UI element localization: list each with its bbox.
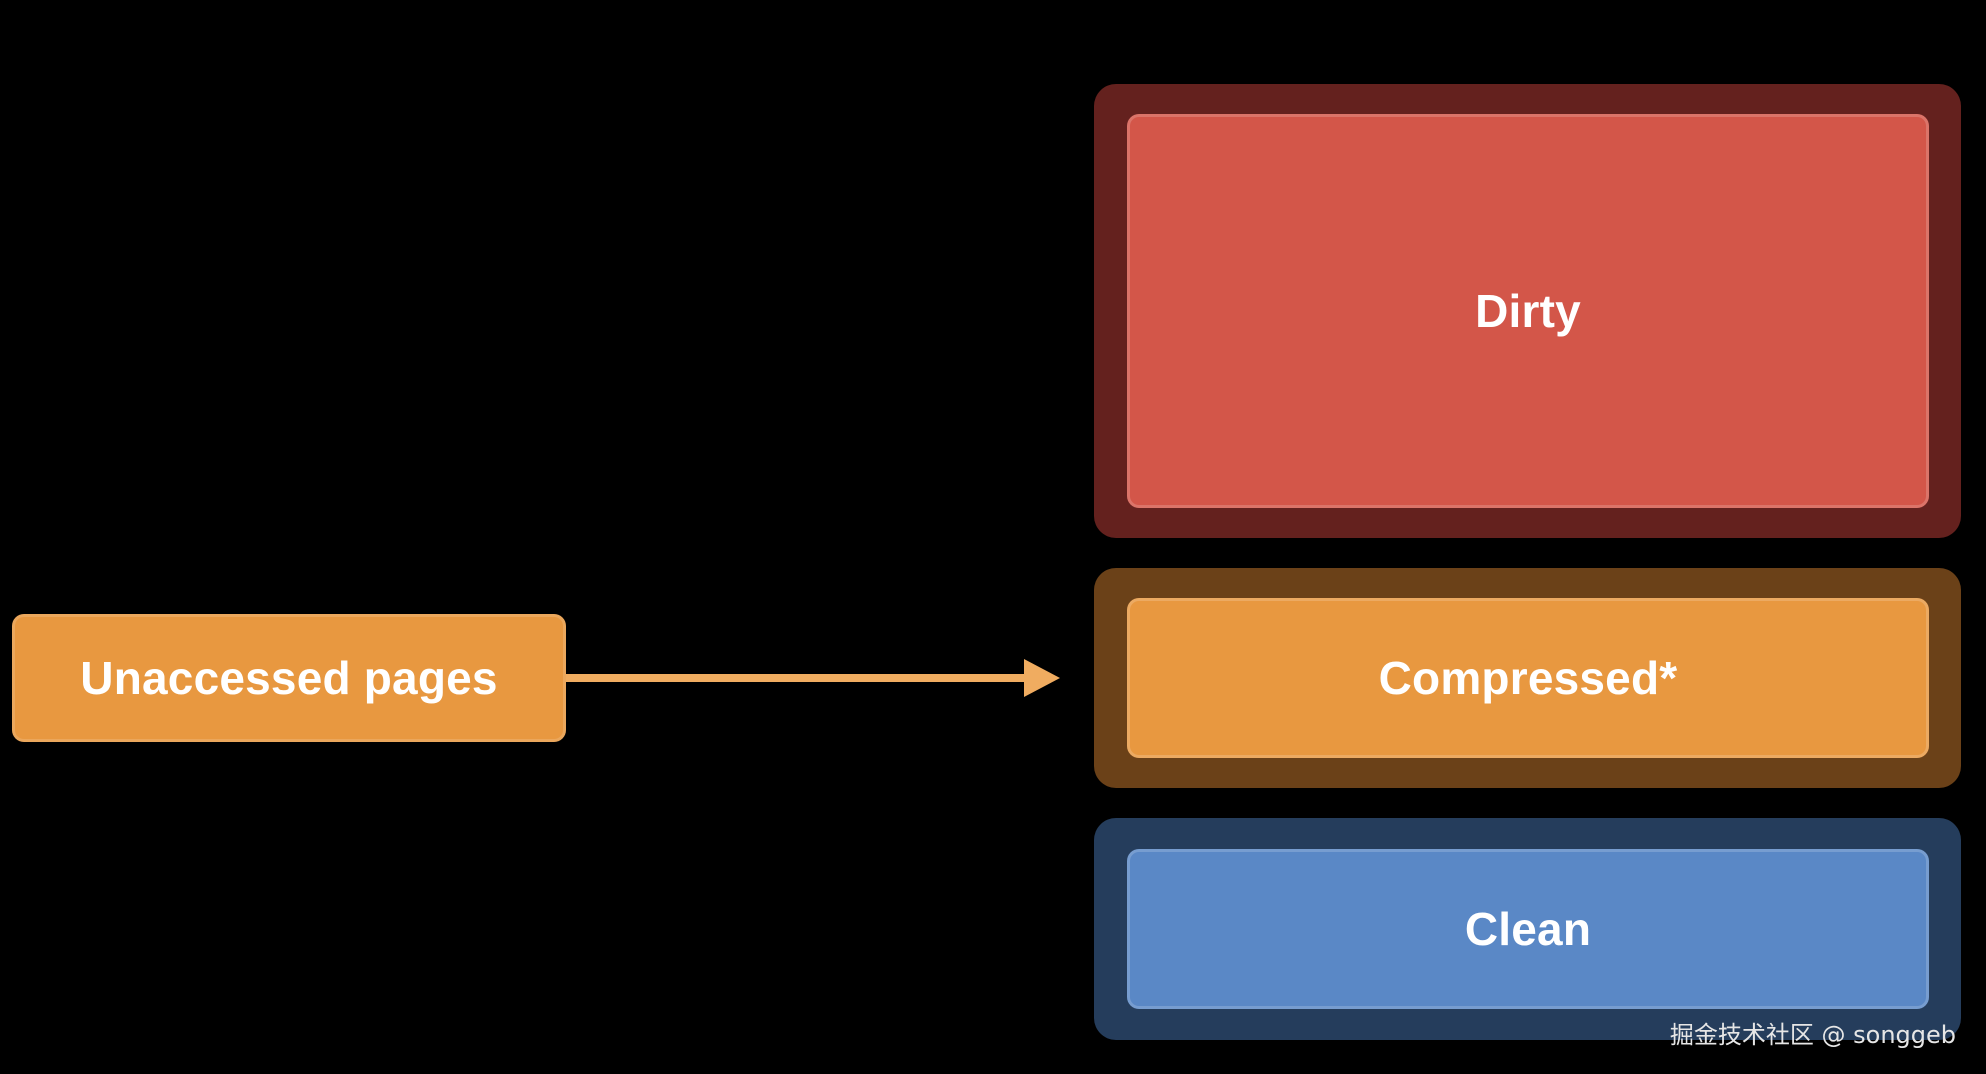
unaccessed-pages-label: Unaccessed pages — [80, 652, 498, 704]
arrow-connector — [566, 659, 1060, 697]
compressed-memory-box: Compressed* — [1127, 598, 1929, 758]
dirty-memory-label: Dirty — [1475, 285, 1581, 337]
clean-memory-box: Clean — [1127, 849, 1929, 1009]
compressed-memory-label: Compressed* — [1378, 652, 1678, 704]
watermark-text: 掘金技术社区 @ songgeb — [1669, 1021, 1956, 1049]
clean-memory-label: Clean — [1464, 903, 1592, 955]
unaccessed-pages-box: Unaccessed pages — [12, 614, 566, 742]
arrow-head-icon — [1024, 659, 1060, 697]
dirty-memory-box: Dirty — [1127, 114, 1929, 508]
